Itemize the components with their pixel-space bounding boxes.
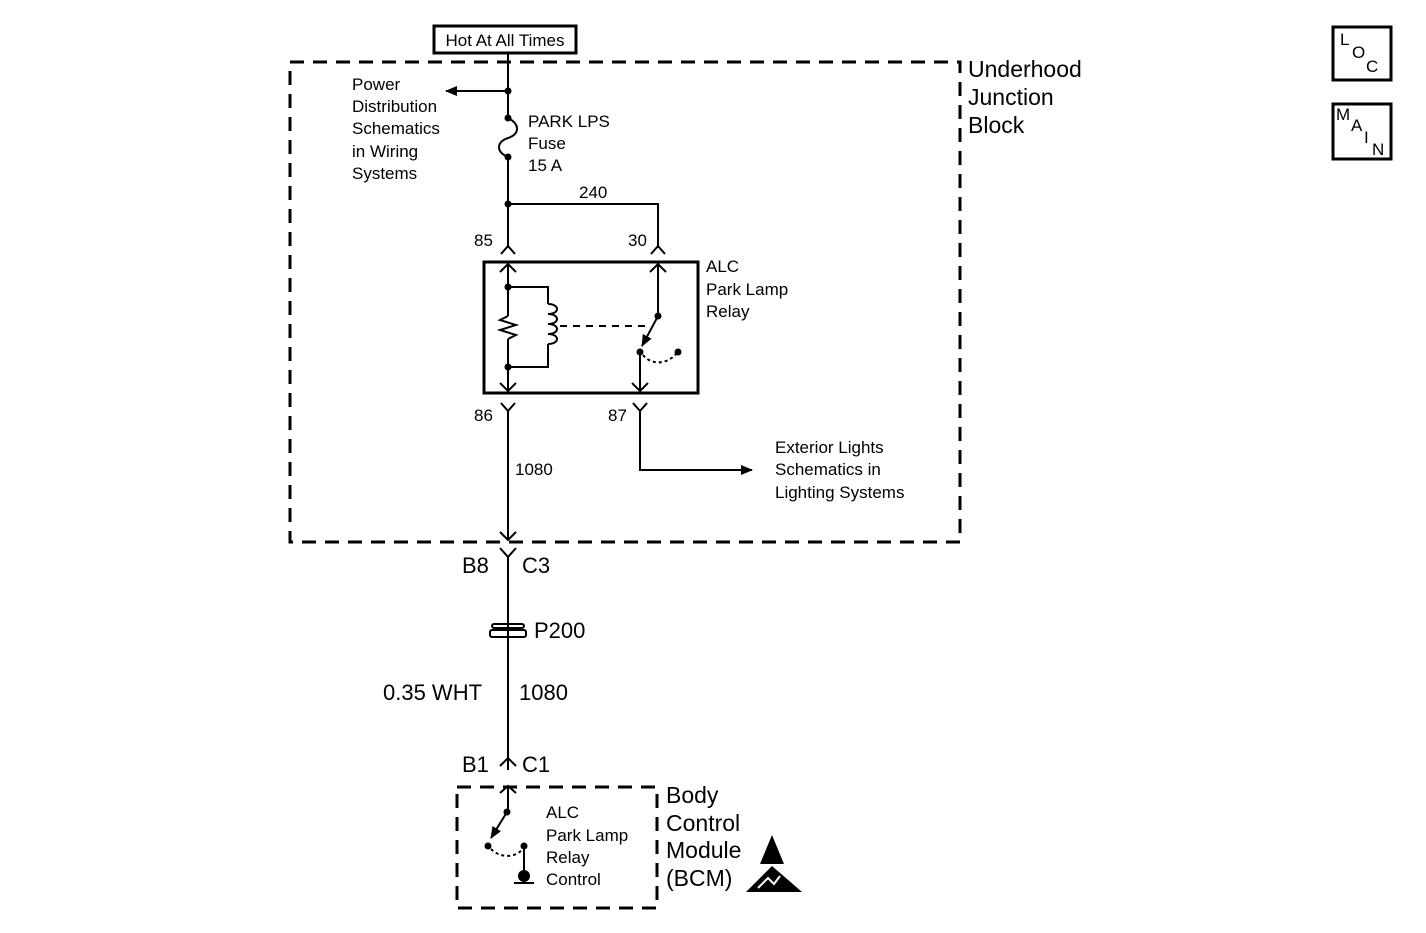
connector-c3-pin: B8	[462, 553, 489, 578]
main-letter-n: N	[1372, 140, 1384, 159]
bcm-label-line-3: Module	[666, 837, 741, 863]
ext-ref-line-1: Exterior Lights	[775, 438, 884, 457]
fuse-label-line-1: PARK LPS	[528, 112, 610, 131]
pd-ref-line-5: Systems	[352, 164, 417, 183]
main-letter-a: A	[1351, 116, 1363, 135]
pd-ref-line-2: Distribution	[352, 97, 437, 116]
relay-label-line-2: Park Lamp	[706, 280, 788, 299]
relay-coil-circuit	[496, 262, 648, 393]
pd-ref-line-1: Power	[352, 75, 401, 94]
ext-ref-line-2: Schematics in	[775, 460, 881, 479]
relay-switch-contacts	[631, 262, 682, 393]
circuit-1080-upper-label: 1080	[515, 460, 553, 479]
connector-c1-name: C1	[522, 752, 550, 777]
connector-c3-name: C3	[522, 553, 550, 578]
loc-letter-c: C	[1366, 57, 1378, 76]
bcm-internal-line-2: Park Lamp	[546, 826, 628, 845]
relay-label: ALC Park Lamp Relay	[706, 257, 788, 321]
bcm-label: Body Control Module (BCM)	[666, 782, 741, 891]
bcm-internal-label: ALC Park Lamp Relay Control	[546, 803, 628, 889]
terminal-85-label: 85	[474, 231, 493, 250]
relay-body	[482, 260, 700, 395]
main-letter-i: I	[1364, 128, 1369, 147]
terminal-86-chevron	[500, 402, 516, 413]
main-button[interactable]: M A I N	[1331, 102, 1393, 161]
underhood-junction-block-boundary	[288, 60, 962, 544]
underhood-label-line-1: Underhood	[968, 56, 1082, 82]
p200-pass-through	[489, 622, 527, 640]
terminal-85-chevron	[500, 244, 516, 255]
p200-label: P200	[534, 618, 585, 643]
park-lps-fuse-symbol	[498, 114, 518, 161]
fuse-label: PARK LPS Fuse 15 A	[528, 112, 610, 175]
esd-sensitive-icon	[746, 835, 802, 892]
main-letter-m: M	[1336, 105, 1350, 124]
bcm-label-line-1: Body	[666, 782, 719, 808]
fuse-label-line-3: 15 A	[528, 156, 563, 175]
connector-c3-chevron	[499, 547, 517, 559]
bcm-relay-control-switch	[484, 784, 534, 884]
underhood-junction-block-label: Underhood Junction Block	[968, 56, 1082, 138]
circuit-240-label: 240	[579, 183, 607, 202]
bcm-internal-line-4: Control	[546, 870, 601, 889]
bcm-label-line-4: (BCM)	[666, 865, 732, 891]
bcm-internal-line-1: ALC	[546, 803, 579, 822]
bcm-label-line-2: Control	[666, 810, 740, 836]
underhood-label-line-2: Junction	[968, 84, 1054, 110]
ext-ref-line-3: Lighting Systems	[775, 483, 904, 502]
pd-ref-line-4: in Wiring	[352, 142, 418, 161]
relay-label-line-3: Relay	[706, 302, 750, 321]
connector-c1-chevron	[499, 756, 517, 767]
pd-ref-line-3: Schematics	[352, 119, 440, 138]
power-source-label: Hot At All Times	[432, 24, 578, 55]
circuit-240-wire	[508, 203, 659, 248]
terminal-30-label: 30	[628, 231, 647, 250]
bcm-boundary	[455, 785, 659, 910]
connector-c3-arrow	[499, 531, 517, 542]
terminal-86-label: 86	[474, 406, 493, 425]
terminal-87-chevron	[632, 402, 648, 413]
connector-c1-pin: B1	[462, 752, 489, 777]
wire-gauge-color-label: 0.35 WHT	[383, 680, 482, 705]
fuse-label-line-2: Fuse	[528, 134, 566, 153]
wire-circuit-label: 1080	[519, 680, 568, 705]
terminal-30-chevron	[650, 244, 666, 255]
loc-letter-o: O	[1352, 43, 1365, 62]
loc-letter-l: L	[1340, 30, 1349, 49]
power-source-text: Hot At All Times	[445, 31, 564, 50]
exterior-lights-reference: Exterior Lights Schematics in Lighting S…	[775, 438, 904, 502]
relay-label-line-1: ALC	[706, 257, 739, 276]
loc-button[interactable]: L O C	[1331, 25, 1393, 82]
terminal-87-label: 87	[608, 406, 627, 425]
bcm-internal-line-3: Relay	[546, 848, 590, 867]
exterior-lights-arrow	[639, 411, 753, 475]
underhood-label-line-3: Block	[968, 112, 1025, 138]
power-distribution-reference: Power Distribution Schematics in Wiring …	[352, 75, 440, 183]
